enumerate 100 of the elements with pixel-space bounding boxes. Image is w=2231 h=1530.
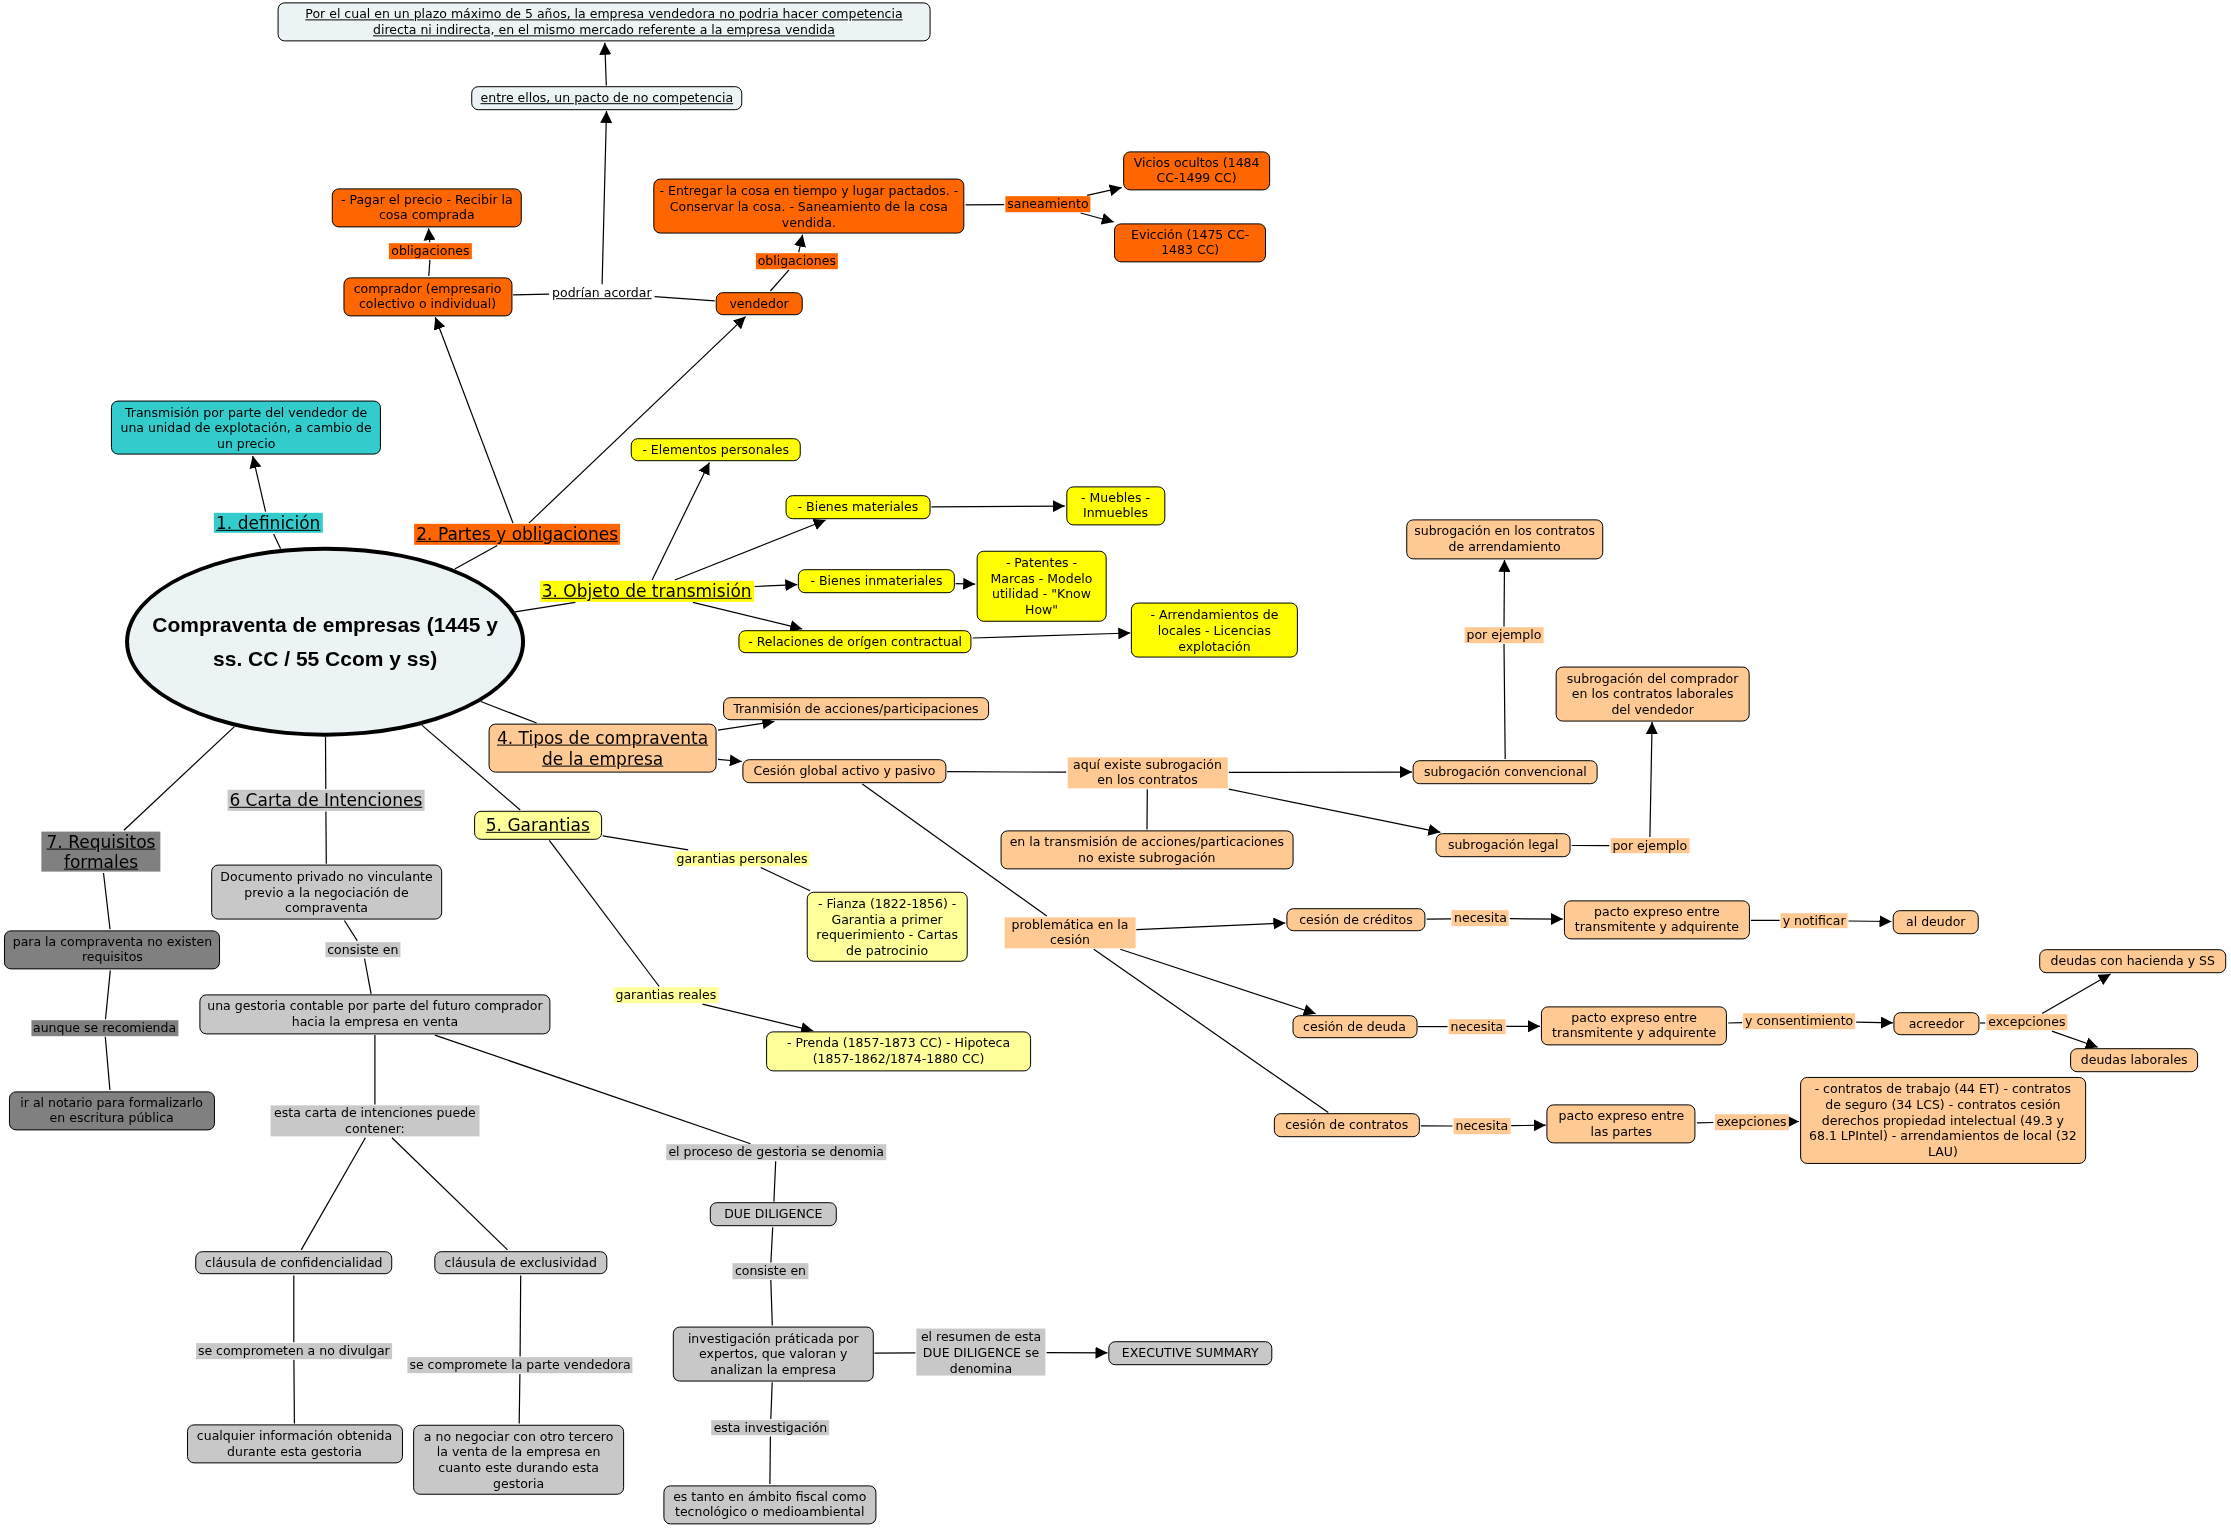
connector-line xyxy=(1696,1121,1714,1124)
connector-line xyxy=(654,296,716,302)
linking-phrase: aquí existe subrogación en los contratos xyxy=(1067,756,1228,789)
connector-line xyxy=(104,969,111,1020)
concept-box: DUE DILIGENCE xyxy=(710,1202,837,1227)
connector-line xyxy=(548,839,660,988)
linking-phrase: excepciones xyxy=(1986,1014,2068,1031)
connector-line xyxy=(374,1034,376,1106)
concept-box: deudas laborales xyxy=(2070,1048,2199,1072)
concept-box: Evicción (1475 CC- 1483 CC) xyxy=(1114,222,1267,263)
concept-box: Transmisión por parte del vendedor de una unidad de explotación, a cambio de un precio xyxy=(111,400,382,455)
concept-box: EXECUTIVE SUMMARY xyxy=(1108,1341,1272,1365)
concept-box: - Bienes inmateriales xyxy=(798,569,955,594)
concept-box: una gestoria contable por parte del futuro comprador hacia la empresa en venta xyxy=(199,994,551,1035)
connector-line xyxy=(873,1352,916,1354)
linking-phrase: garantias reales xyxy=(613,987,719,1004)
concept-box: para la compraventa no existen requisitos xyxy=(4,930,221,970)
connector-line xyxy=(343,919,358,942)
arrow xyxy=(599,42,612,86)
linking-phrase: consiste en xyxy=(732,1263,808,1280)
arrow xyxy=(1498,559,1511,628)
linking-phrase: aunque se recomienda xyxy=(31,1020,179,1036)
connector-line xyxy=(102,872,111,930)
connector-line xyxy=(1426,918,1452,920)
concept-box: - Arrendamientos de locales - Licencias explotación xyxy=(1131,602,1298,658)
concept-box: deudas con hacienda y SS xyxy=(2039,949,2227,973)
concept-box: pacto expreso entre transmitente y adquirente xyxy=(1563,900,1750,940)
arrow xyxy=(600,110,613,285)
connector-line xyxy=(1503,643,1506,760)
linking-phrase: podrían acordar xyxy=(550,285,654,301)
arrow xyxy=(528,316,747,524)
concept-box: Cesión global activo y pasivo xyxy=(742,759,947,783)
connector-line xyxy=(518,1373,521,1425)
linking-phrase: 6 Carta de Intenciones xyxy=(227,790,425,811)
concept-box: pacto expreso entre transmitente y adquirente xyxy=(1541,1006,1728,1046)
concept-box: en la transmisión de acciones/particaciones no existe subrogación xyxy=(1000,830,1294,870)
connector-line xyxy=(123,726,235,831)
connector-line xyxy=(434,1034,752,1145)
connector-line xyxy=(760,866,811,892)
connector-line xyxy=(454,544,498,570)
linking-phrase: 1. definición xyxy=(214,512,323,534)
connector-line xyxy=(770,1226,774,1264)
concept-box: comprador (empresario colectivo o individual) xyxy=(343,277,513,317)
linking-phrase: 2. Partes y obligaciones xyxy=(414,524,621,545)
linking-phrase: saneamiento xyxy=(1005,196,1091,212)
connector-line xyxy=(1417,1026,1449,1028)
connector-line xyxy=(428,259,431,277)
linking-phrase: esta carta de intenciones puede contener: xyxy=(270,1105,480,1137)
connector-line xyxy=(1146,788,1148,831)
connector-line xyxy=(363,957,372,995)
linking-phrase: el resumen de esta DUE DILIGENCE se denomina xyxy=(916,1328,1046,1376)
concept-box: entre ellos, un pacto de no competencia xyxy=(471,86,743,110)
arrow xyxy=(1086,184,1123,197)
arrow xyxy=(674,518,827,581)
concept-box: cláusula de exclusividad xyxy=(434,1250,608,1275)
arrow xyxy=(692,601,803,632)
concept-box: - Fianza (1822-1856) - Garantia a primer requerimiento - Cartas de patrocinio xyxy=(806,891,968,963)
arrow xyxy=(930,500,1066,513)
concept-box: acreedor xyxy=(1893,1011,1980,1036)
connector-line xyxy=(325,810,327,865)
concept-box: - Prenda (1857-1873 CC) - Hipoteca (1857-1862/1874-1880 CC) xyxy=(765,1031,1032,1072)
connector-line xyxy=(946,771,1067,773)
arrow xyxy=(1119,948,1317,1016)
arrow xyxy=(1135,917,1286,931)
linking-phrase: el proceso de gestoria se denomia xyxy=(666,1144,886,1161)
arrow xyxy=(955,577,976,590)
concept-box: cesión de contratos xyxy=(1273,1113,1420,1138)
connector-line xyxy=(770,1381,773,1420)
connector-line xyxy=(769,1436,771,1485)
arrow xyxy=(1786,1115,1800,1128)
arrow xyxy=(1645,721,1658,838)
connector-line xyxy=(965,204,1005,206)
concept-box: Vicios ocultos (1484 CC-1499 CC) xyxy=(1122,151,1271,191)
arrow xyxy=(1510,1119,1547,1132)
concept-box: - Patentes - Marcas - Modelo utilidad - "Know How" xyxy=(976,550,1107,622)
concept-box: cesión de créditos xyxy=(1286,908,1426,932)
concept-box: pacto expreso entre las partes xyxy=(1546,1104,1696,1144)
concept-box: a no negociar con otro tercero la venta de la empresa en cuanto este durando esta gestoria xyxy=(412,1424,625,1496)
concept-box: 4. Tipos de compraventa de la empresa xyxy=(488,724,717,773)
linking-phrase: obligaciones xyxy=(755,253,838,269)
connector-line xyxy=(300,1137,366,1251)
concept-box: - Bienes materiales xyxy=(785,495,931,520)
concept-box: vendedor xyxy=(715,291,803,316)
connector-line xyxy=(1727,1022,1743,1024)
arrow xyxy=(249,455,267,513)
arrow xyxy=(433,316,514,524)
connector-line xyxy=(421,724,521,811)
arrow xyxy=(1855,1016,1894,1029)
concept-box: Documento privado no vinculante previo a la negociación de compraventa xyxy=(210,864,443,920)
connector-line xyxy=(293,1275,295,1343)
connector-line xyxy=(1093,948,1329,1114)
arrow xyxy=(1228,788,1441,836)
linking-phrase: necesita xyxy=(1448,1018,1506,1035)
connector-line xyxy=(293,1359,295,1425)
connector-line xyxy=(769,269,790,292)
connector-line xyxy=(512,293,550,296)
arrow xyxy=(1509,913,1564,925)
linking-phrase: exepciones xyxy=(1714,1114,1789,1130)
linking-phrase: se comprometen a no divulgar xyxy=(195,1343,392,1359)
linking-phrase: por ejemplo xyxy=(1610,838,1690,854)
